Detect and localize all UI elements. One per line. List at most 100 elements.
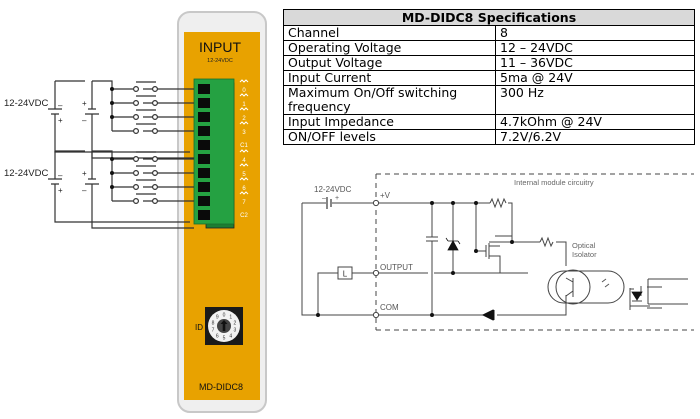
minus-sign: – [322, 195, 326, 202]
input-wiring: –++––++– [48, 80, 194, 229]
spec-value: 300 Hz [495, 85, 695, 115]
circuit-supply-label: 12-24VDC [314, 185, 352, 194]
svg-text:+: + [58, 186, 63, 195]
terminal-label: 6 [242, 186, 246, 192]
isolator-label-2: Isolator [572, 250, 597, 259]
terminal-plus-v [372, 199, 380, 207]
supply-label-2: 12-24VDC [4, 168, 48, 179]
terminal-screw [198, 210, 210, 220]
rotary-digit: 5 [223, 336, 226, 342]
spec-label: Channel [283, 25, 496, 41]
switch-contact [133, 198, 140, 205]
isolator-label-1: Optical [572, 241, 596, 250]
terminal-screw [198, 98, 210, 108]
led-icon [239, 107, 249, 111]
spec-value: 11 – 36VDC [495, 55, 695, 71]
svg-text:–: – [58, 171, 63, 180]
led-icon [239, 93, 249, 97]
terminal-screw [198, 126, 210, 136]
terminal-output [372, 269, 380, 277]
terminal-screw [198, 182, 210, 192]
spec-label: Operating Voltage [283, 40, 496, 56]
terminal-block [193, 78, 235, 229]
led-icon [631, 291, 643, 302]
switch-contact [133, 99, 140, 106]
rotary-digit: 0 [223, 313, 226, 319]
spec-label: Input Impedance [283, 114, 496, 130]
led-icon [239, 149, 249, 153]
spec-value: 7.2V/6.2V [495, 129, 695, 145]
terminal-com [372, 311, 380, 319]
optical-isolator [547, 270, 625, 304]
terminal-label: 7 [242, 200, 246, 206]
led-icon [239, 177, 249, 181]
switch-contact [133, 184, 140, 191]
resistor-icon [489, 197, 507, 209]
spec-value: 4.7kOhm @ 24V [495, 114, 695, 130]
terminal-label-com: COM [380, 303, 399, 312]
terminal-screw [198, 196, 210, 206]
supply-label-1: 12-24VDC [4, 98, 48, 109]
switch-contact [133, 113, 140, 120]
switch-contact [152, 184, 159, 191]
svg-text:+: + [82, 99, 87, 108]
terminal-screw [198, 154, 210, 164]
svg-text:–: – [82, 116, 87, 125]
svg-text:+: + [82, 169, 87, 178]
switch-contact [133, 156, 140, 163]
rotary-digit: 9 [216, 315, 219, 321]
spec-value: 12 – 24VDC [495, 40, 695, 56]
load-label: L [343, 270, 348, 279]
switch-contact [152, 170, 159, 177]
rotary-digit: 4 [229, 333, 232, 339]
zener-diode-icon [445, 237, 461, 251]
svg-text:–: – [82, 186, 87, 195]
module-header: INPUT [199, 39, 241, 55]
switch-contact [152, 85, 159, 92]
resistor-icon [539, 236, 554, 248]
terminal-label: 4 [242, 158, 246, 164]
led-icon [239, 191, 249, 195]
switch-contact [152, 99, 159, 106]
circuit-schematic: L 12-24VDC – + +V OUTPUT COM Internal mo… [301, 173, 694, 331]
terminal-label: C1 [240, 143, 248, 149]
supply-battery-icon [326, 197, 332, 209]
switch-contact [152, 113, 159, 120]
id-label: ID [195, 323, 203, 332]
terminal-label-output: OUTPUT [380, 263, 413, 272]
terminal-screw [198, 84, 210, 94]
internal-boundary [375, 173, 694, 331]
spec-label: ON/OFF levels [283, 129, 496, 145]
switch-contact [133, 170, 140, 177]
spec-table-title: MD-DIDC8 Specifications [283, 9, 695, 26]
terminal-label: 3 [242, 130, 246, 136]
switch-contact [152, 156, 159, 163]
rotary-digit: 7 [212, 328, 215, 334]
terminal-screw [198, 112, 210, 122]
svg-text:+: + [58, 116, 63, 125]
led-icon [239, 163, 249, 167]
terminal-label: 5 [242, 172, 246, 178]
rotary-digit: 6 [216, 333, 219, 339]
spec-label: Output Voltage [283, 55, 496, 71]
led-icon [239, 121, 249, 125]
rotary-digit: 8 [212, 320, 215, 326]
light-rays-icon [601, 278, 610, 288]
rotary-digit: 3 [234, 328, 237, 334]
terminal-label: 2 [242, 116, 246, 122]
diode-icon [481, 309, 495, 321]
spec-value: 5ma @ 24V [495, 70, 695, 86]
terminal-screw [198, 140, 210, 150]
spec-value: 8 [495, 25, 695, 41]
switch-contact [133, 85, 140, 92]
internal-circuitry-label: Internal module circuitry [514, 178, 594, 187]
